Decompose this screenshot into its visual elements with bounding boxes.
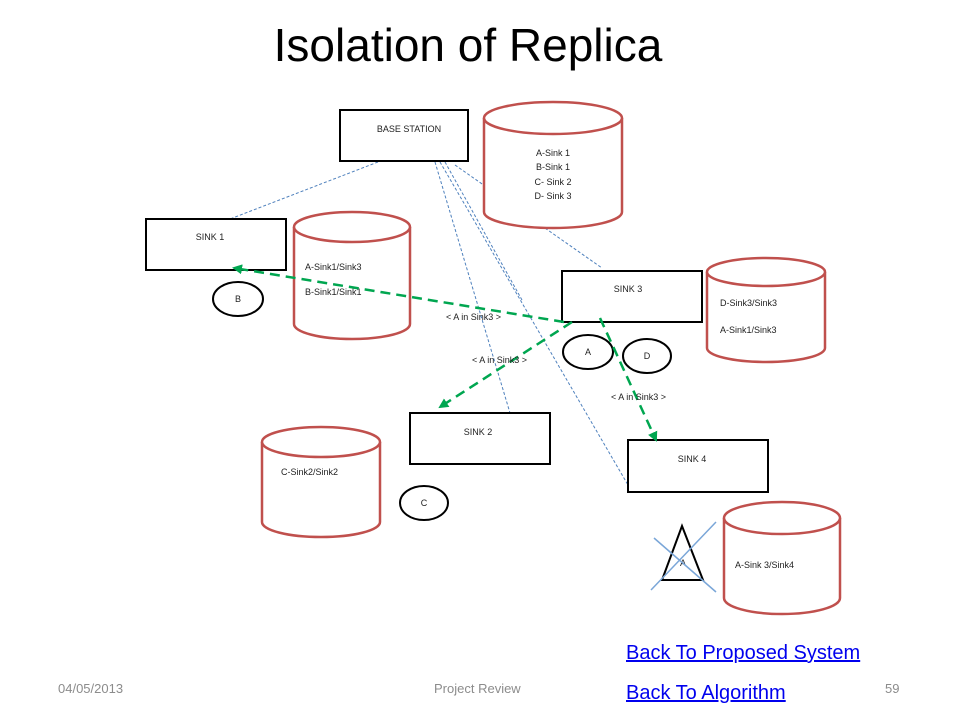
table-row: A-Sink 1 <box>536 148 570 158</box>
cylinder-sink4 <box>722 500 842 616</box>
table-sink3: D-Sink3/Sink3 A-Sink1/Sink3 <box>720 298 777 335</box>
isolated-replica-node: A <box>650 521 717 593</box>
message-labels: < A in Sink3 > < A in Sink3 > < A in Sin… <box>446 312 666 402</box>
message-label: < A in Sink3 > <box>446 312 501 322</box>
back-to-proposed-system-link[interactable]: Back To Proposed System <box>626 642 861 664</box>
cylinder-sink2 <box>260 425 382 539</box>
cylinder-base-station <box>482 100 624 230</box>
node-c: C <box>399 485 449 521</box>
node-c-label: C <box>421 498 428 508</box>
table-base-station: A-Sink 1 B-Sink 1 C- Sink 2 D- Sink 3 <box>534 148 571 201</box>
table-row: C- Sink 2 <box>534 177 571 187</box>
table-row: A-Sink1/Sink3 <box>305 262 362 272</box>
arrow-to-sink2 <box>438 320 573 409</box>
table-row: D-Sink3/Sink3 <box>720 298 777 308</box>
message-arrows <box>232 264 658 442</box>
sink2-label: SINK 2 <box>464 427 493 437</box>
base-station-links <box>229 161 629 486</box>
table-row: D- Sink 3 <box>534 191 571 201</box>
table-row: A-Sink1/Sink3 <box>720 325 777 335</box>
sink1-box: SINK 1 <box>145 218 287 271</box>
base-station-label: BASE STATION <box>377 124 441 134</box>
table-sink2: C-Sink2/Sink2 <box>281 467 338 477</box>
arrow-to-sink4 <box>598 317 658 442</box>
footer-date: 04/05/2013 <box>58 681 124 696</box>
link-bs-sink4 <box>439 161 629 486</box>
table-sink1: A-Sink1/Sink3 B-Sink1/Sink1 <box>305 262 362 297</box>
footer-title: Project Review <box>434 681 521 696</box>
link-bs-sink1 <box>229 161 379 220</box>
cylinder-sink1 <box>292 210 412 341</box>
message-label: < A in Sink3 > <box>472 355 527 365</box>
table-sink4: A-Sink 3/Sink4 <box>735 560 794 570</box>
back-to-algorithm-link[interactable]: Back To Algorithm <box>626 682 786 704</box>
node-b: B <box>212 281 264 317</box>
node-d: D <box>622 338 672 374</box>
node-b-label: B <box>235 294 241 304</box>
sink4-box: SINK 4 <box>627 439 769 493</box>
sink3-box: SINK 3 <box>561 270 703 323</box>
sink3-label: SINK 3 <box>614 284 643 294</box>
node-a-label: A <box>585 347 591 357</box>
node-d-label: D <box>644 351 651 361</box>
message-label: < A in Sink3 > <box>611 392 666 402</box>
base-station-box: BASE STATION <box>339 109 469 162</box>
sink4-label: SINK 4 <box>678 454 707 464</box>
link-bs-sink3-a <box>444 161 523 301</box>
sink2-box: SINK 2 <box>409 412 551 465</box>
page-number: 59 <box>885 681 900 696</box>
table-row: A-Sink 3/Sink4 <box>735 560 794 570</box>
link-bs-sink2 <box>434 161 511 414</box>
cylinder-sink3 <box>705 256 827 364</box>
table-row: C-Sink2/Sink2 <box>281 467 338 477</box>
sink1-label: SINK 1 <box>196 232 225 242</box>
table-row: B-Sink1/Sink1 <box>305 287 362 297</box>
node-a: A <box>562 334 614 370</box>
table-row: B-Sink 1 <box>536 162 570 172</box>
arrow-to-sink1 <box>232 264 565 324</box>
slide-title: Isolation of Replica <box>273 19 663 71</box>
